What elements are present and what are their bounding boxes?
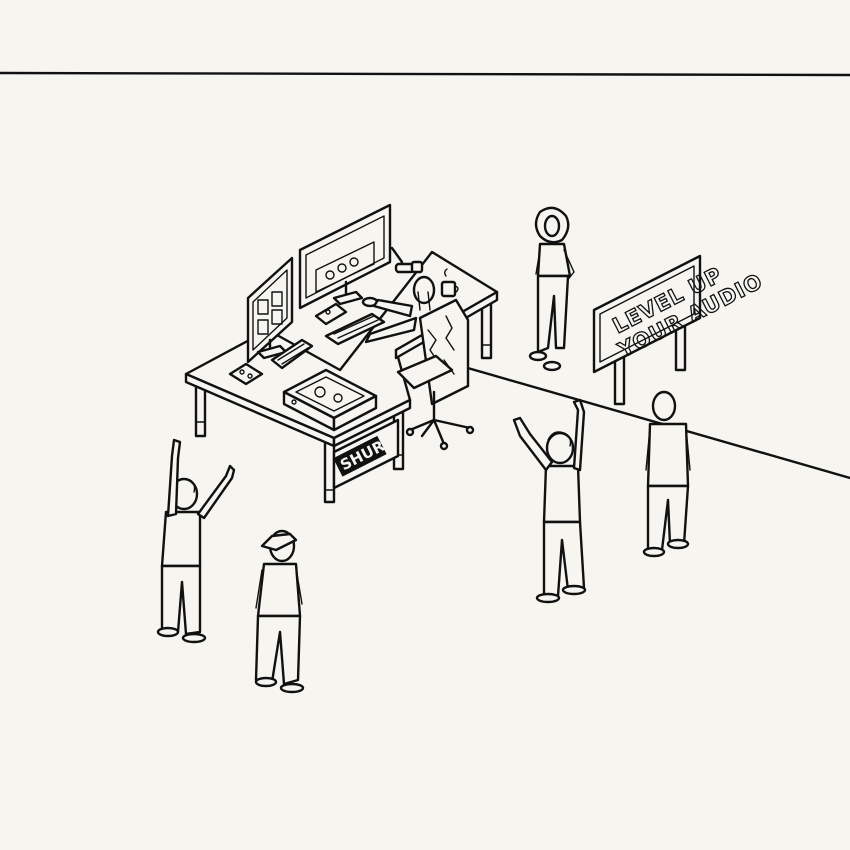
person-man-standing-right <box>642 390 691 558</box>
microphone <box>390 246 424 274</box>
person-woman-curly-hair <box>528 206 575 372</box>
horizon-line <box>0 71 850 77</box>
monitor-right <box>298 203 392 310</box>
keyboard-side <box>270 338 314 370</box>
coffee-mug <box>440 268 459 298</box>
person-man-with-cap <box>254 529 305 694</box>
person-man-cheering-left <box>156 438 236 644</box>
seated-gamer <box>364 275 436 344</box>
audio-interface <box>228 362 264 386</box>
person-man-cheering-right <box>512 398 587 604</box>
keyboard-main <box>324 312 386 346</box>
pc-case <box>282 368 378 432</box>
floor-line <box>438 358 850 480</box>
gaming-chair <box>396 298 475 451</box>
signboard: LEVEL UP YOUR AUDIO <box>592 254 767 406</box>
mixer-device <box>314 302 348 326</box>
